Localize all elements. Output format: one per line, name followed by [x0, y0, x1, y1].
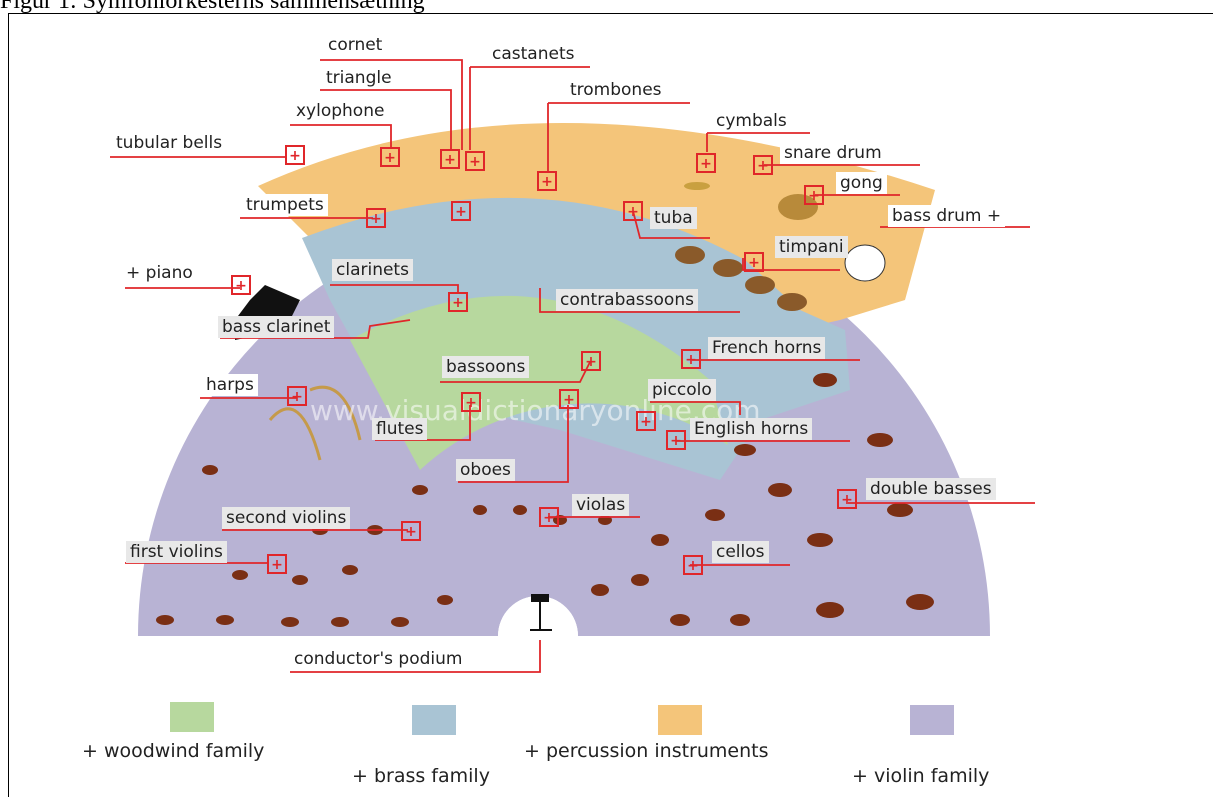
label-bass-drum[interactable]: bass drum +: [888, 205, 1005, 227]
label-clarinets[interactable]: clarinets: [332, 259, 413, 281]
label-cornet[interactable]: cornet: [324, 34, 386, 56]
svg-text:+: +: [271, 557, 283, 573]
label-trombones[interactable]: trombones: [566, 79, 666, 101]
svg-text:+: +: [670, 433, 682, 449]
label-snare-drum[interactable]: snare drum: [780, 142, 886, 164]
label-trumpets[interactable]: trumpets: [242, 194, 328, 216]
svg-text:+: +: [687, 558, 699, 574]
svg-text:+: +: [627, 204, 639, 220]
svg-text:+: +: [289, 148, 301, 164]
label-cellos[interactable]: cellos: [712, 541, 769, 563]
label-contrabassoons[interactable]: contrabassoons: [556, 289, 698, 311]
legend-brass[interactable]: + brass family: [352, 765, 490, 787]
label-xylophone[interactable]: xylophone: [292, 100, 388, 122]
svg-text:+: +: [370, 211, 382, 227]
label-violas[interactable]: violas: [572, 494, 629, 516]
label-flutes[interactable]: flutes: [372, 418, 427, 440]
label-oboes[interactable]: oboes: [456, 459, 515, 481]
svg-text:+: +: [563, 392, 575, 408]
svg-text:+: +: [452, 295, 464, 311]
label-conductors-podium[interactable]: conductor's podium: [290, 648, 466, 670]
label-tuba[interactable]: tuba: [650, 207, 697, 229]
label-first-violins[interactable]: first violins: [126, 541, 227, 563]
svg-text:+: +: [455, 204, 467, 220]
label-gong[interactable]: gong: [836, 172, 887, 194]
svg-text:+: +: [700, 156, 712, 172]
svg-text:+: +: [469, 154, 481, 170]
svg-text:+: +: [291, 389, 303, 405]
svg-text:+: +: [748, 255, 760, 271]
label-tubular-bells[interactable]: tubular bells: [112, 132, 226, 154]
label-french-horns[interactable]: French horns: [708, 337, 825, 359]
legend-swatch-brass: [412, 705, 456, 735]
label-double-basses[interactable]: double basses: [866, 478, 996, 500]
svg-text:+: +: [841, 492, 853, 508]
legend-percussion[interactable]: + percussion instruments: [524, 740, 769, 762]
legend-woodwind[interactable]: + woodwind family: [82, 740, 264, 762]
label-castanets[interactable]: castanets: [488, 43, 578, 65]
svg-text:+: +: [585, 354, 597, 370]
svg-text:+: +: [685, 352, 697, 368]
legend-swatch-violin: [910, 705, 954, 735]
svg-text:+: +: [757, 158, 769, 174]
legend-violin[interactable]: + violin family: [852, 765, 989, 787]
label-triangle[interactable]: triangle: [322, 67, 396, 89]
label-piano[interactable]: + piano: [122, 262, 197, 284]
svg-text:+: +: [405, 524, 417, 540]
svg-text:+: +: [543, 510, 555, 526]
label-harps[interactable]: harps: [202, 374, 258, 396]
label-bassoons[interactable]: bassoons: [442, 356, 529, 378]
svg-text:+: +: [640, 414, 652, 430]
label-piccolo[interactable]: piccolo: [648, 379, 716, 401]
svg-text:+: +: [444, 152, 456, 168]
svg-text:+: +: [808, 188, 820, 204]
label-second-violins[interactable]: second violins: [222, 507, 350, 529]
label-cymbals[interactable]: cymbals: [712, 110, 791, 132]
svg-text:+: +: [541, 174, 553, 190]
legend-swatch-percussion: [658, 705, 702, 735]
svg-text:+: +: [384, 150, 396, 166]
legend-swatch-woodwind: [170, 702, 214, 732]
label-bass-clarinet[interactable]: bass clarinet: [218, 316, 334, 338]
label-english-horns[interactable]: English horns: [690, 418, 812, 440]
svg-text:+: +: [235, 278, 247, 294]
svg-text:+: +: [465, 395, 477, 411]
label-timpani[interactable]: timpani: [775, 236, 848, 258]
